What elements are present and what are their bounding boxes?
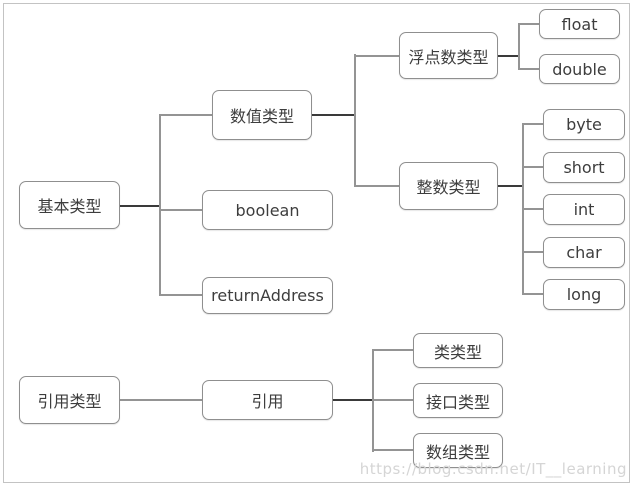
node-label: 基本类型 [37,197,102,216]
node-label: boolean [235,200,300,220]
node-int: int [543,194,625,225]
connector-branch-boolean [160,209,202,211]
node-label: byte [566,115,602,134]
connector-branch-array-type [373,449,413,451]
node-label: 浮点数类型 [408,47,489,67]
node-class-type: 类类型 [413,333,503,368]
node-label: returnAddress [211,286,324,305]
node-float-group: 浮点数类型 [399,32,498,79]
connector-basic-to-trunk [120,205,160,207]
node-integer-group: 整数类型 [399,162,498,210]
outer-frame-border [3,3,630,483]
connector-trunk-basic-children [159,114,161,296]
node-long: long [543,279,625,310]
connector-float-group-to-trunk [498,55,520,57]
node-char: char [543,237,625,268]
connector-reference-to-ref [120,399,202,401]
node-label: 引用类型 [37,392,102,411]
connector-branch-return-address [160,294,202,296]
connector-numeric-to-trunk [312,114,355,116]
node-boolean: boolean [202,190,333,230]
connector-branch-float-group [355,55,399,57]
node-basic-type: 基本类型 [19,181,120,229]
connector-integer-group-to-trunk [498,185,524,187]
connector-branch-class-type [373,349,413,351]
connector-branch-float [519,23,539,25]
node-label: double [552,59,607,79]
node-label: 类类型 [433,342,482,362]
connector-ref-to-trunk [333,399,374,401]
node-label: float [561,14,598,34]
node-label: int [573,200,595,219]
connector-branch-interface-type [373,399,413,401]
connector-branch-int [523,208,543,210]
node-byte: byte [543,109,625,140]
watermark-text: https://blog.csdn.net/IT__learning [359,460,627,478]
connector-branch-double [519,68,539,70]
node-reference-type: 引用类型 [19,376,120,424]
node-label: 整数类型 [416,178,481,197]
connector-trunk-numeric-children [354,54,356,187]
connector-trunk-float-children [518,23,520,70]
connector-branch-char [523,251,543,253]
node-ref: 引用 [202,380,333,420]
node-label: char [566,243,602,262]
connector-branch-integer-group [355,185,399,187]
node-short: short [543,152,625,183]
node-label: 数组类型 [425,442,490,462]
node-label: 数值类型 [229,107,294,126]
node-interface-type: 接口类型 [413,383,503,418]
node-array-type: 数组类型 [413,433,503,468]
node-return-address: returnAddress [202,277,333,314]
node-numeric-type: 数值类型 [212,90,312,140]
node-float: float [539,9,620,39]
connector-branch-short [523,166,543,168]
node-label: long [566,285,602,304]
connector-branch-numeric [160,114,212,116]
connector-branch-long [523,293,543,295]
node-label: short [563,158,605,177]
node-double: double [539,54,620,84]
connector-branch-byte [523,123,543,125]
node-label: 接口类型 [425,392,490,412]
node-label: 引用 [251,392,284,411]
